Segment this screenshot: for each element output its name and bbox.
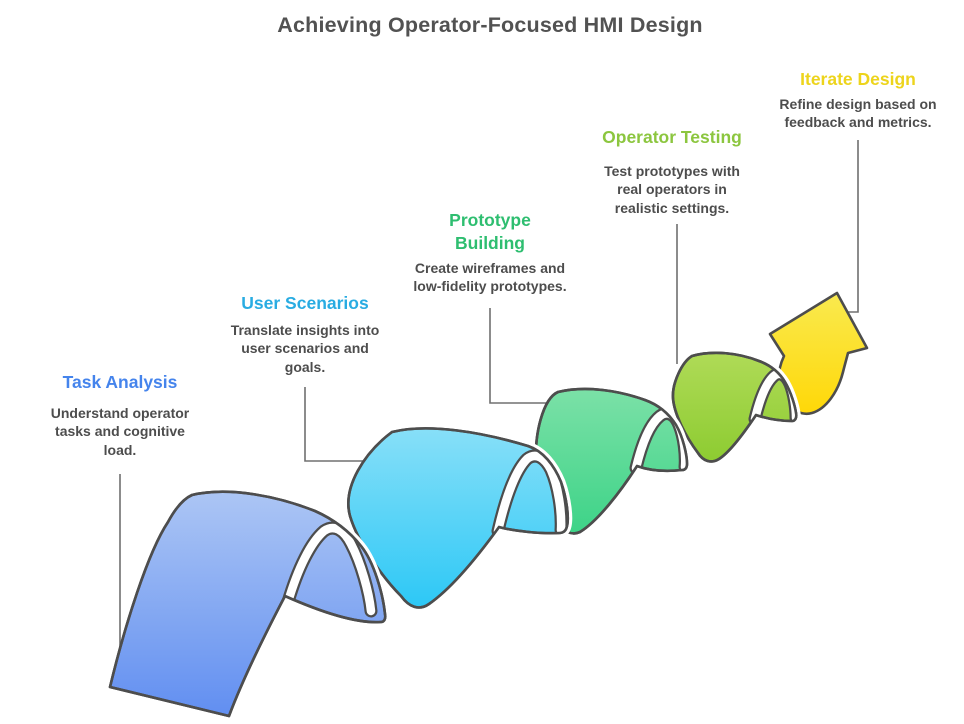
page-title: Achieving Operator-Focused HMI Design [277,13,703,37]
stage-description-task-analysis: Understand operator tasks and cognitive … [50,405,190,458]
leader-line-iterate-design [846,140,859,313]
stage-task-analysis: Task Analysis Understand operator tasks … [5,371,235,459]
leader-line-prototype-building [489,308,548,404]
stage-title-prototype-building: Prototype Building [449,210,531,253]
stage-description-iterate-design: Refine design based on feedback and metr… [779,96,937,131]
ribbon-task-analysis [105,474,390,721]
stage-title-user-scenarios: User Scenarios [241,293,369,313]
stage-title-task-analysis: Task Analysis [62,372,178,392]
stage-description-operator-testing: Test prototypes with real operators in r… [604,163,740,216]
stage-operator-testing: Operator Testing Test prototypes with re… [557,126,787,217]
ribbon-user-scenarios [304,387,573,612]
stage-description-prototype-building: Create wireframes and low-fidelity proto… [413,260,567,295]
wave-curl-channel [493,451,566,536]
stage-iterate-design: Iterate Design Refine design based on fe… [743,68,964,132]
wave-curl-channel [283,523,376,616]
leader-line-user-scenarios [304,387,371,462]
ribbon-iterate-design [765,140,872,419]
stage-title-iterate-design: Iterate Design [800,69,916,89]
stage-description-user-scenarios: Translate insights into user scenarios a… [230,322,380,375]
stage-prototype-building: Prototype Building Create wireframes and… [375,209,605,296]
stage-user-scenarios: User Scenarios Translate insights into u… [190,292,420,376]
stage-title-operator-testing: Operator Testing [602,127,742,147]
wave-arch-outline [108,490,387,718]
